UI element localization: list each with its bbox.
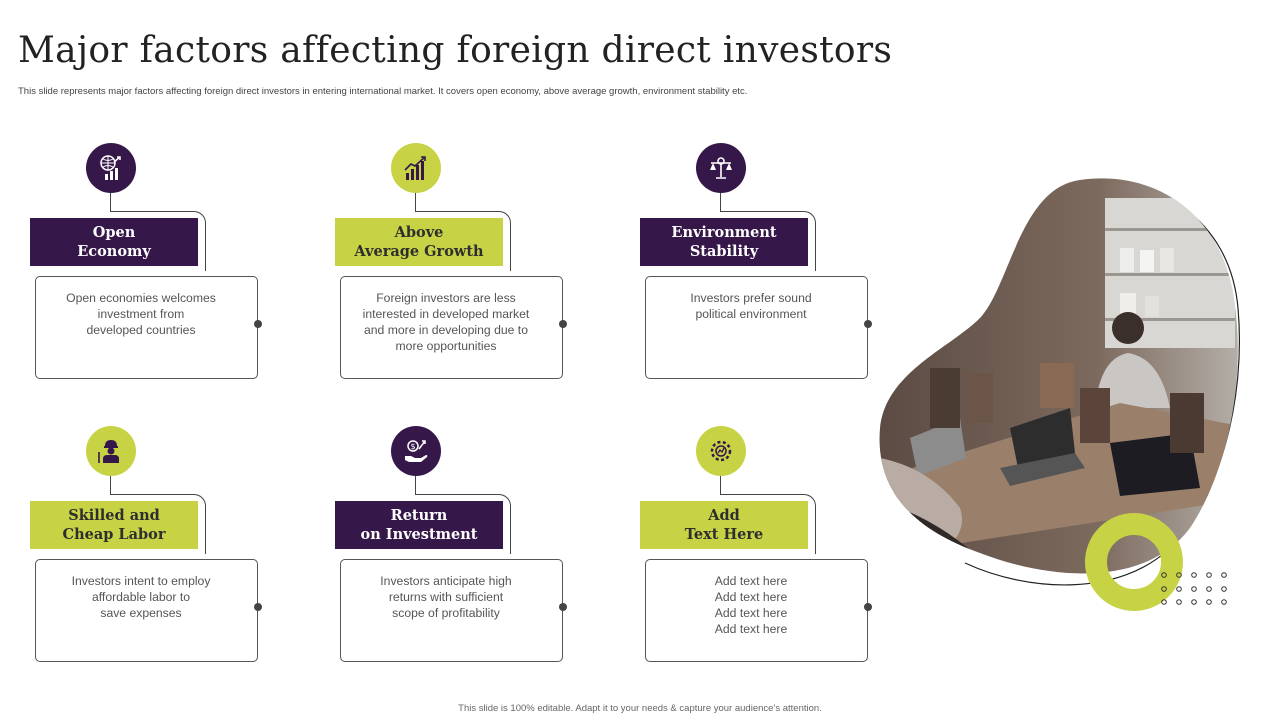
connector-bracket	[415, 494, 511, 554]
connector-bracket	[415, 211, 511, 271]
connector-dot	[559, 603, 567, 611]
gear-network-icon	[696, 426, 746, 476]
connector-stem	[415, 476, 416, 494]
connector-bracket	[720, 494, 816, 554]
connector-bracket	[720, 211, 816, 271]
globe-growth-chart-icon	[86, 143, 136, 193]
connector-dot	[864, 320, 872, 328]
connector-dot	[254, 603, 262, 611]
slide-subtitle: This slide represents major factors affe…	[18, 86, 748, 97]
balance-scale-icon	[696, 143, 746, 193]
worker-icon	[86, 426, 136, 476]
office-meeting-photo	[870, 168, 1250, 618]
dollar-hand-icon: $	[391, 426, 441, 476]
connector-bracket	[110, 211, 206, 271]
svg-text:$: $	[410, 442, 415, 451]
connector-bracket	[110, 494, 206, 554]
connector-dot	[559, 320, 567, 328]
connector-stem	[110, 476, 111, 494]
slide-title: Major factors affecting foreign direct i…	[18, 30, 893, 71]
connector-stem	[720, 193, 721, 211]
growth-bar-chart-icon	[391, 143, 441, 193]
slide-footer-note: This slide is 100% editable. Adapt it to…	[458, 703, 822, 714]
connector-stem	[720, 476, 721, 494]
connector-stem	[415, 193, 416, 211]
connector-dot	[254, 320, 262, 328]
connector-stem	[110, 193, 111, 211]
connector-dot	[864, 603, 872, 611]
